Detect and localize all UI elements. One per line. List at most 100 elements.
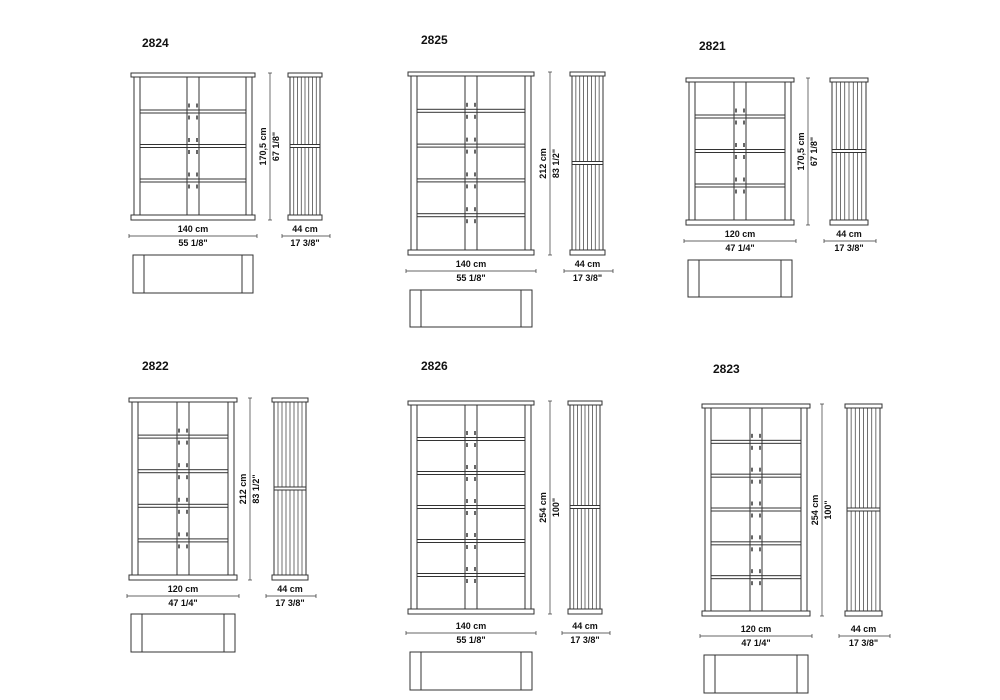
depth-cm-label: 44 cm	[292, 224, 318, 234]
width-in-label: 47 1/4"	[168, 598, 197, 608]
front-view	[407, 400, 535, 615]
shelf	[416, 573, 526, 577]
shelf	[416, 505, 526, 509]
side-top-cap	[844, 403, 883, 409]
base-board	[407, 249, 535, 256]
side-base	[271, 574, 309, 581]
side-base	[844, 610, 883, 617]
side-base	[567, 608, 603, 615]
model-number-label: 2825	[421, 33, 448, 47]
height-cm-label: 212 cm	[238, 474, 248, 505]
side-top-cap	[567, 400, 603, 406]
front-view	[130, 72, 256, 221]
depth-in-label: 17 3/8"	[834, 243, 863, 253]
shelf	[694, 114, 786, 119]
top-view	[409, 651, 533, 691]
depth-cm-label: 44 cm	[575, 259, 601, 269]
shelf	[710, 507, 802, 512]
model-number-label: 2824	[142, 36, 169, 50]
width-cm-label: 120 cm	[741, 624, 772, 634]
shelf	[137, 538, 229, 543]
shelf	[694, 183, 786, 188]
shelf	[139, 109, 247, 114]
shelf	[137, 434, 229, 439]
left-post	[410, 404, 418, 610]
shelf	[416, 539, 526, 543]
side-view	[567, 400, 603, 615]
width-cm-label: 120 cm	[168, 584, 199, 594]
model-number-label: 2821	[699, 39, 726, 53]
width-cm-label: 140 cm	[456, 259, 487, 269]
height-in-label: 83 1/2"	[251, 474, 261, 503]
top-view-outline	[130, 613, 236, 653]
side-view	[271, 397, 309, 581]
shelf	[137, 503, 229, 508]
top-view-outline	[703, 654, 809, 694]
side-middle-rail	[846, 507, 881, 512]
base-board	[128, 574, 238, 581]
front-view	[128, 397, 238, 581]
depth-dimension: 44 cm 17 3/8"	[281, 224, 331, 248]
side-base	[569, 249, 606, 256]
depth-in-label: 17 3/8"	[275, 598, 304, 608]
top-view	[409, 289, 533, 328]
side-view	[287, 72, 323, 221]
height-cm-label: 212 cm	[538, 148, 548, 179]
top-view	[687, 259, 793, 298]
width-dimension: 140 cm 55 1/8"	[405, 621, 537, 645]
left-post	[131, 401, 139, 576]
front-view	[407, 71, 535, 256]
top-view-outline	[409, 651, 533, 691]
shelf	[710, 473, 802, 478]
side-middle-rail	[569, 505, 601, 509]
model-number-label: 2822	[142, 359, 169, 373]
base-board	[130, 214, 256, 221]
top-board	[407, 400, 535, 406]
base-board	[685, 219, 795, 226]
shelf	[416, 108, 526, 113]
right-post	[227, 401, 235, 576]
top-board	[407, 71, 535, 77]
base-board	[701, 610, 811, 617]
shelf	[416, 178, 526, 183]
shelf	[416, 143, 526, 148]
side-middle-rail	[571, 161, 604, 165]
width-in-label: 55 1/8"	[456, 635, 485, 645]
height-in-label: 67 1/8"	[809, 137, 819, 166]
top-view-outline	[687, 259, 793, 298]
depth-cm-label: 44 cm	[836, 229, 862, 239]
base-board	[407, 608, 535, 615]
depth-in-label: 17 3/8"	[290, 238, 319, 248]
right-post	[784, 81, 792, 221]
width-cm-label: 140 cm	[456, 621, 487, 631]
top-view-outline	[132, 254, 254, 294]
depth-cm-label: 44 cm	[277, 584, 303, 594]
side-middle-rail	[273, 486, 307, 491]
side-top-cap	[271, 397, 309, 403]
depth-in-label: 17 3/8"	[849, 638, 878, 648]
height-in-label: 67 1/8"	[271, 132, 281, 161]
shelf	[416, 213, 526, 218]
top-board	[130, 72, 256, 78]
side-base	[287, 214, 323, 221]
height-in-label: 100"	[551, 498, 561, 517]
model-number-label: 2823	[713, 362, 740, 376]
shelf	[710, 541, 802, 546]
left-post	[688, 81, 696, 221]
shelf	[137, 469, 229, 474]
left-post	[410, 75, 418, 251]
depth-cm-label: 44 cm	[572, 621, 598, 631]
height-cm-label: 170,5 cm	[258, 127, 268, 165]
width-cm-label: 120 cm	[725, 229, 756, 239]
side-top-cap	[287, 72, 323, 78]
shelf	[139, 144, 247, 148]
side-middle-rail	[831, 149, 867, 153]
